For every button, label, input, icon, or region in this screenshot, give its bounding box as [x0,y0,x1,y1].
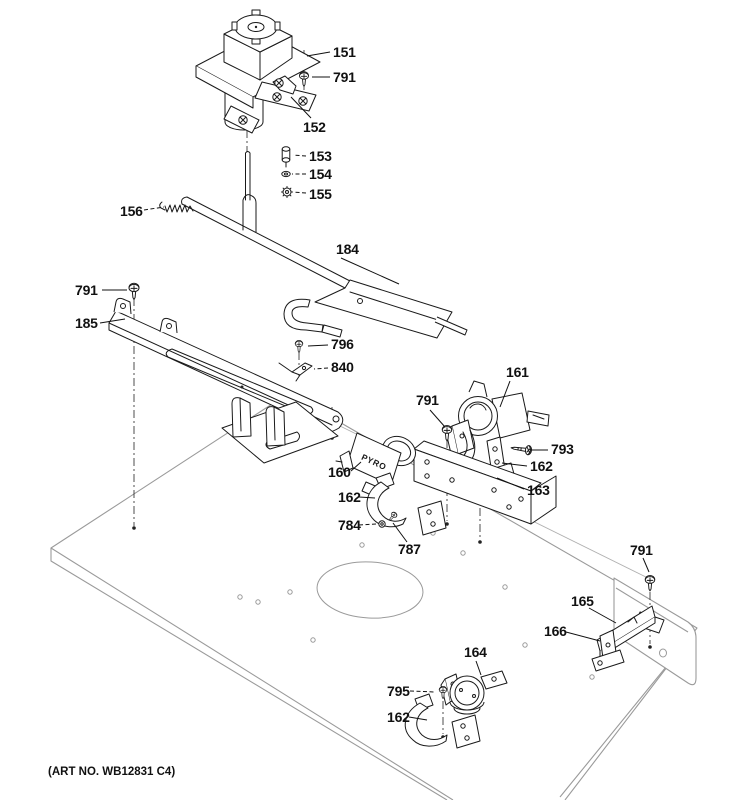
spacer-153 [281,146,291,168]
bracket-163 [413,440,557,525]
callout-162: 162 [338,489,361,505]
callout-784: 784 [338,517,361,533]
leader-166 [565,631,601,642]
leader-156 [143,206,165,211]
cam-tab [231,21,238,31]
leader-796 [307,344,329,347]
leader-160 [350,461,362,472]
cam-tab [251,38,261,45]
leader-795 [409,690,436,693]
washer-784 [378,520,386,528]
callout-152: 152 [303,119,326,135]
screw-796 [294,340,304,353]
cam-tab [251,9,261,16]
art-number: (ART NO. WB12831 C4) [48,766,175,778]
leader-161 [499,380,511,408]
leader-162 [358,496,376,499]
clip-840 [278,362,313,382]
leader-165 [588,607,617,624]
leader-184 [340,257,400,285]
leader-791 [642,557,650,573]
callout-153: 153 [309,148,332,164]
screw-791-motor [299,71,309,87]
callout-166: 166 [544,623,567,639]
callout-791: 791 [416,392,439,408]
callout-162: 162 [387,709,410,725]
latch-rail-185 [108,297,344,464]
callout-791: 791 [75,282,98,298]
callout-184: 184 [336,241,359,257]
callouts: 151 791 152 153 154 155 156 184 791 185 796 840 161 7… [75,44,653,725]
leader-151 [306,51,331,57]
callout-165: 165 [571,593,594,609]
leader-162 [501,462,528,467]
screw-791-right [644,574,656,592]
screws [128,71,656,699]
screw-791-left [128,282,140,300]
callout-793: 793 [551,441,574,457]
panel-opening [316,561,424,619]
leader-185 [99,318,126,324]
callout-795: 795 [387,683,410,699]
washer-154 [281,170,291,178]
callout-162: 162 [530,458,553,474]
callout-791: 791 [333,69,356,85]
callout-151: 151 [333,44,356,60]
spring-156 [159,201,194,213]
clamp-162-middle [366,472,447,536]
callout-787: 787 [398,541,421,557]
motor-assembly-151 [195,9,321,134]
callout-164: 164 [464,644,487,660]
callout-163: 163 [527,482,550,498]
leader-163 [496,477,525,490]
bracket-166 [591,629,625,672]
leader-153 [292,154,307,157]
callout-154: 154 [309,166,332,182]
callout-160: 160 [328,464,351,480]
thermostat-164 [440,670,508,715]
latch-arm-184 [181,151,468,339]
callout-185: 185 [75,315,98,331]
leader-155 [292,191,307,194]
nut-155 [281,186,293,198]
leader-787 [392,522,408,543]
leader-840 [313,367,329,370]
lock-lever-152 [272,75,297,95]
cam-tab [274,21,281,31]
callout-156: 156 [120,203,143,219]
callout-161: 161 [506,364,529,380]
callout-791: 791 [630,542,653,558]
leader-791 [429,409,446,428]
thermostat-161 [458,380,550,439]
callout-155: 155 [309,186,332,202]
pyro-sensor-160: PYRO [335,432,417,498]
leader-784 [358,523,378,526]
callout-840: 840 [331,359,354,375]
clamp-162-bottom [404,693,481,749]
callout-796: 796 [331,336,354,352]
leader-152 [290,96,312,119]
screw-793 [510,445,533,456]
leader-162 [408,716,428,721]
leader-164 [475,660,482,676]
